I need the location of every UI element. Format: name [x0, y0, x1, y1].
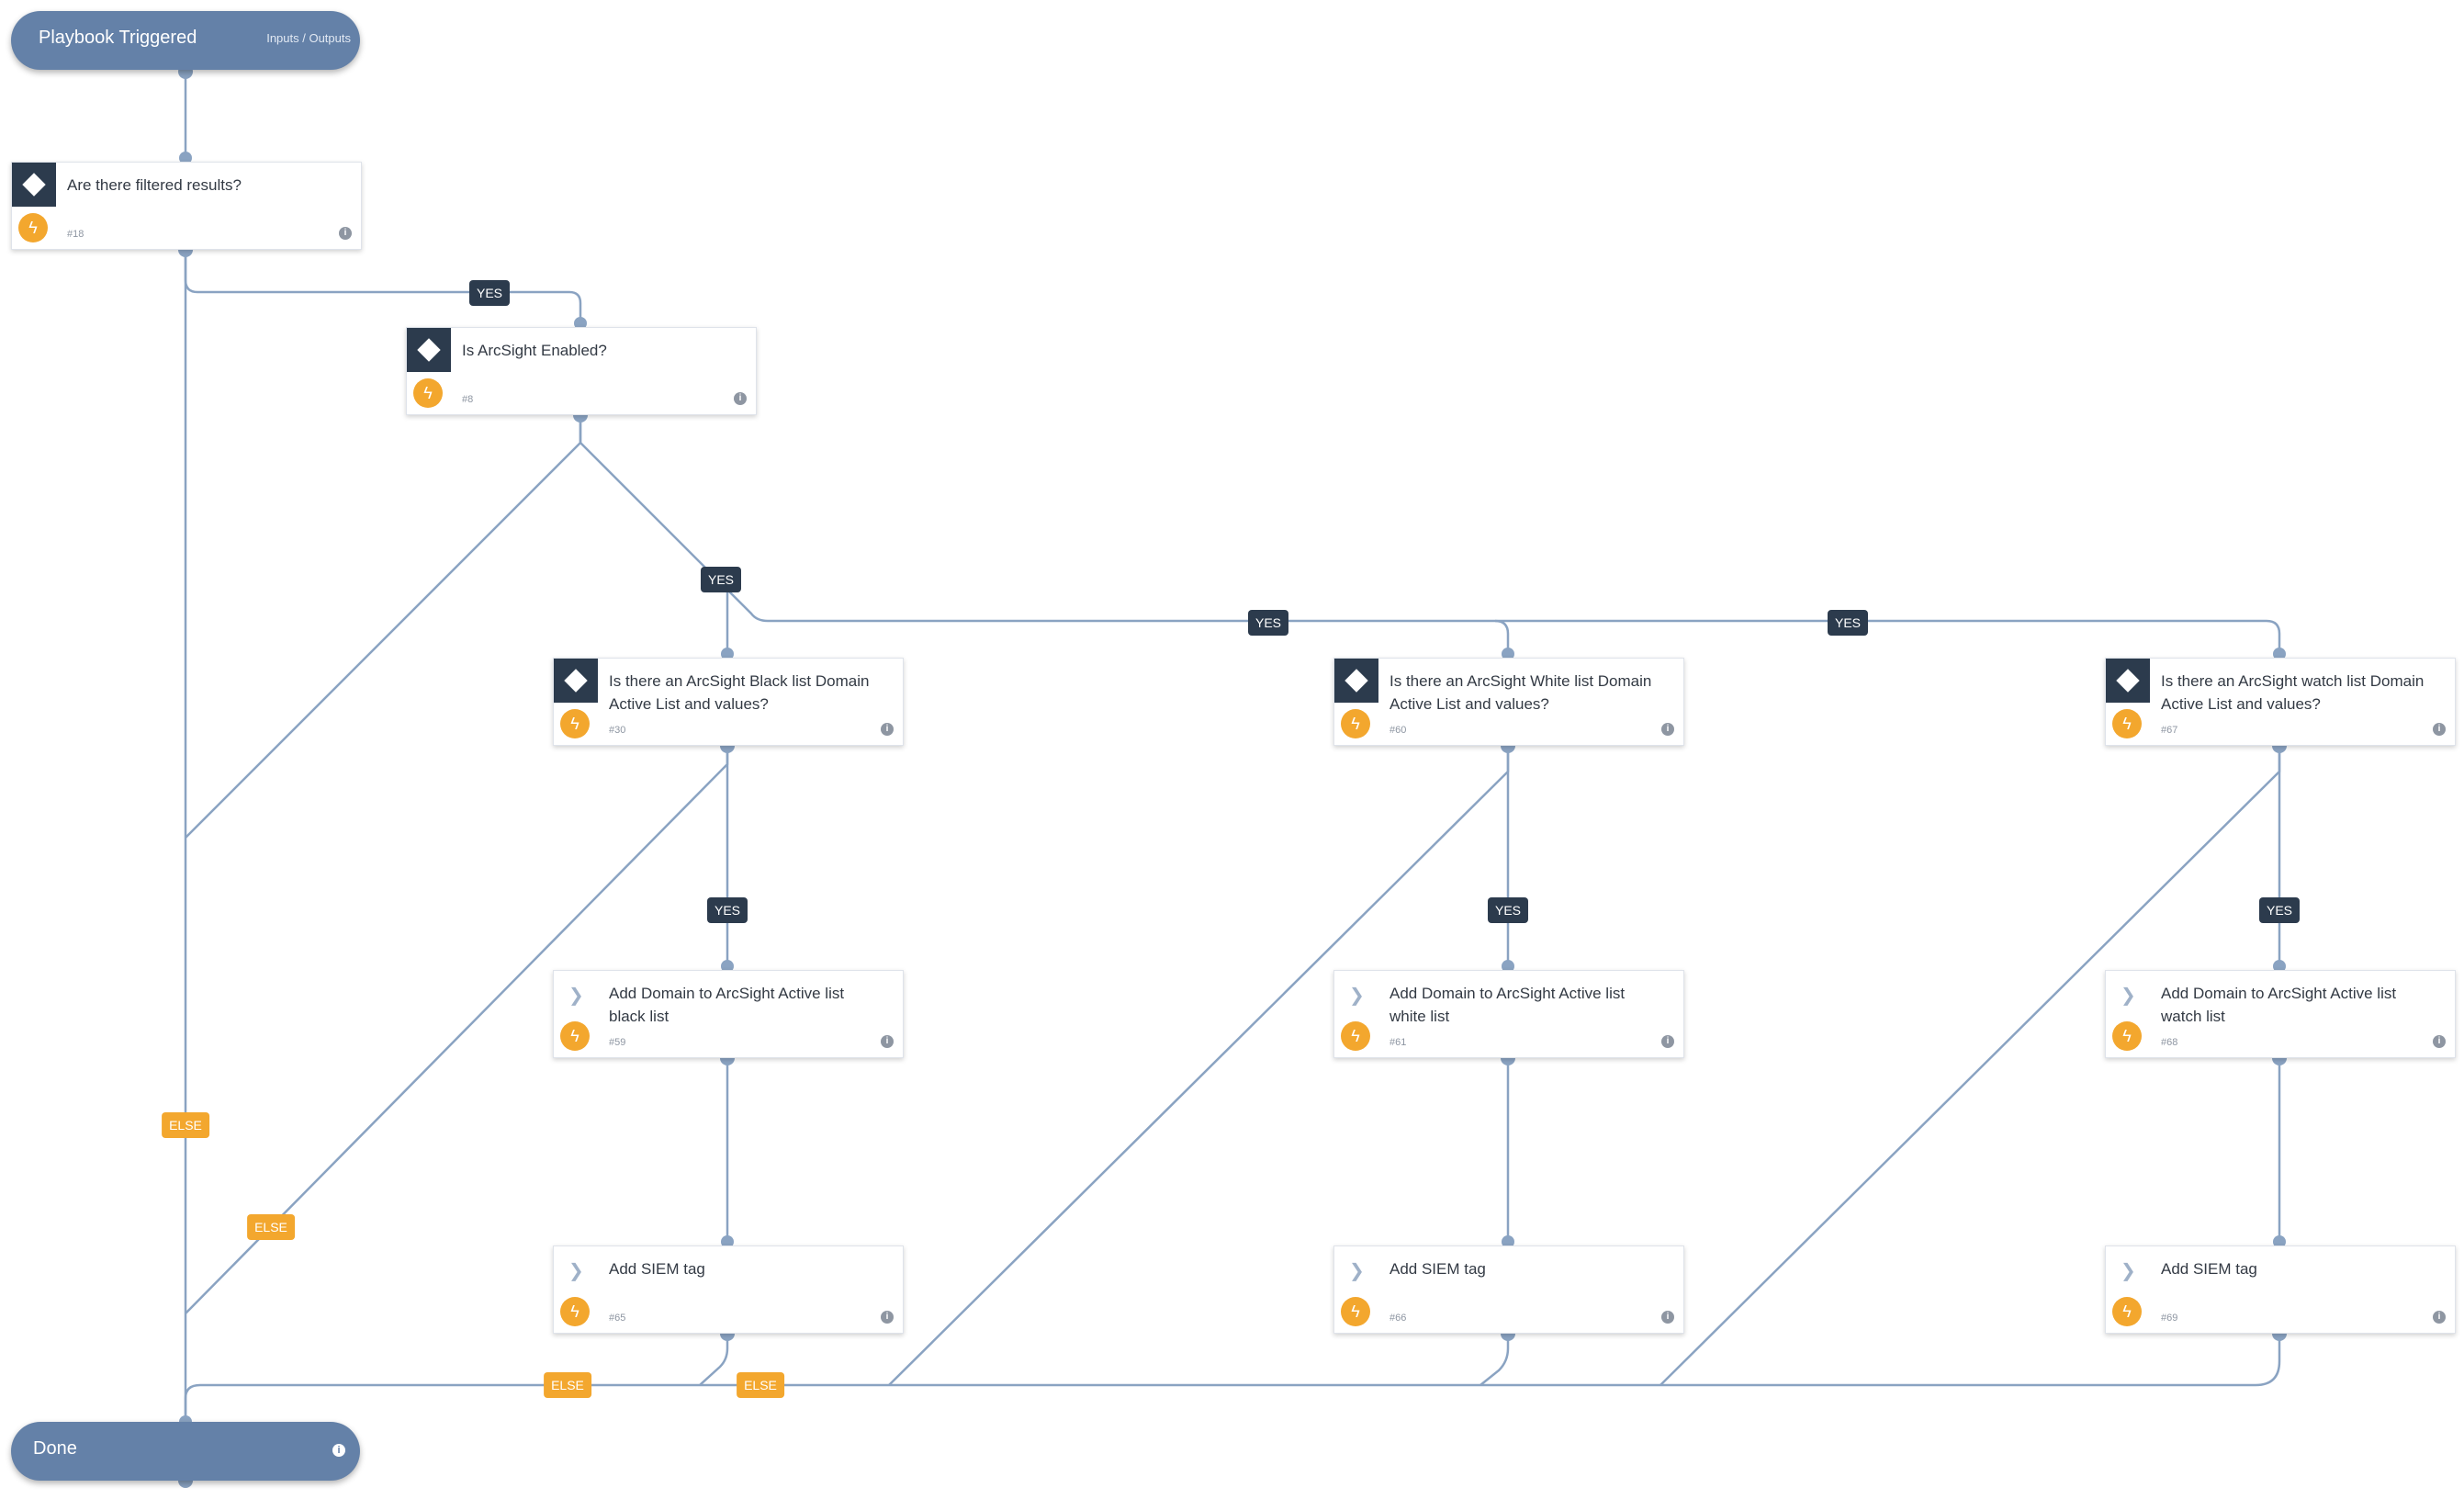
diamond-icon: [407, 328, 451, 372]
task-id: #67: [2161, 725, 2178, 736]
info-icon[interactable]: i: [2433, 1311, 2446, 1324]
task-add-siem-tag-65[interactable]: ❯ ϟ Add SIEM tag #65 i: [553, 1245, 904, 1334]
chevron-right-icon: ❯: [2121, 1261, 2136, 1281]
yes-badge: YES: [700, 567, 742, 592]
task-title: Is there an ArcSight Black list Domain A…: [609, 672, 870, 713]
lightning-bolt-icon: ϟ: [2112, 1021, 2142, 1051]
chevron-right-icon: ❯: [568, 986, 584, 1006]
info-icon[interactable]: i: [332, 1444, 345, 1457]
info-icon[interactable]: i: [881, 1035, 894, 1048]
task-add-domain-black-list[interactable]: ❯ ϟ Add Domain to ArcSight Active list b…: [553, 970, 904, 1058]
task-title: Add SIEM tag: [2161, 1260, 2257, 1278]
task-white-list-check[interactable]: ϟ Is there an ArcSight White list Domain…: [1333, 658, 1684, 746]
else-badge: ELSE: [162, 1112, 209, 1138]
task-id: #65: [609, 1313, 626, 1324]
lightning-bolt-icon: ϟ: [1341, 1297, 1370, 1326]
diamond-icon: [12, 163, 56, 207]
task-id: #69: [2161, 1313, 2178, 1324]
lightning-bolt-icon: ϟ: [2112, 1297, 2142, 1326]
task-title: Is there an ArcSight watch list Domain A…: [2161, 672, 2425, 713]
info-icon[interactable]: i: [881, 1311, 894, 1324]
lightning-bolt-icon: ϟ: [413, 378, 443, 408]
task-id: #18: [67, 229, 84, 240]
yes-badge: YES: [706, 897, 748, 923]
start-title: Playbook Triggered: [39, 28, 197, 48]
task-title: Add Domain to ArcSight Active list watch…: [2161, 985, 2397, 1025]
chevron-right-icon: ❯: [2121, 986, 2136, 1006]
lightning-bolt-icon: ϟ: [560, 709, 590, 738]
diamond-icon: [2106, 659, 2150, 703]
info-icon[interactable]: i: [2433, 723, 2446, 736]
lightning-bolt-icon: ϟ: [1341, 1021, 1370, 1051]
lightning-bolt-icon: ϟ: [1341, 709, 1370, 738]
task-title: Add Domain to ArcSight Active list black…: [609, 985, 845, 1025]
lightning-bolt-icon: ϟ: [18, 213, 48, 242]
else-badge: ELSE: [544, 1372, 591, 1398]
end-title: Done: [33, 1438, 77, 1459]
task-filtered-results[interactable]: ϟ Are there filtered results? #18 i: [11, 162, 362, 250]
lightning-bolt-icon: ϟ: [560, 1021, 590, 1051]
yes-badge: YES: [2258, 897, 2301, 923]
info-icon[interactable]: i: [734, 392, 747, 405]
task-title: Are there filtered results?: [67, 176, 242, 194]
task-title: Is ArcSight Enabled?: [462, 342, 607, 359]
task-watch-list-check[interactable]: ϟ Is there an ArcSight watch list Domain…: [2105, 658, 2456, 746]
info-icon[interactable]: i: [1661, 1311, 1674, 1324]
chevron-right-icon: ❯: [568, 1261, 584, 1281]
chevron-right-icon: ❯: [1349, 986, 1365, 1006]
else-badge: ELSE: [247, 1214, 295, 1240]
task-id: #59: [609, 1037, 626, 1048]
task-title: Add SIEM tag: [1390, 1260, 1486, 1278]
yes-badge: YES: [1827, 610, 1869, 636]
task-title: Add Domain to ArcSight Active list white…: [1390, 985, 1626, 1025]
else-badge: ELSE: [737, 1372, 784, 1398]
yes-badge: YES: [1247, 610, 1289, 636]
chevron-right-icon: ❯: [1349, 1261, 1365, 1281]
playbook-triggered-node[interactable]: Playbook Triggered Inputs / Outputs: [11, 11, 360, 70]
task-id: #30: [609, 725, 626, 736]
info-icon[interactable]: i: [881, 723, 894, 736]
inputs-outputs-link[interactable]: Inputs / Outputs: [266, 31, 351, 45]
task-id: #68: [2161, 1037, 2178, 1048]
task-arcsight-enabled[interactable]: ϟ Is ArcSight Enabled? #8 i: [406, 327, 757, 415]
task-id: #66: [1390, 1313, 1407, 1324]
yes-badge: YES: [468, 280, 511, 306]
done-node[interactable]: Done i: [11, 1422, 360, 1481]
info-icon[interactable]: i: [1661, 1035, 1674, 1048]
task-add-siem-tag-69[interactable]: ❯ ϟ Add SIEM tag #69 i: [2105, 1245, 2456, 1334]
task-title: Add SIEM tag: [609, 1260, 705, 1278]
task-id: #61: [1390, 1037, 1407, 1048]
info-icon[interactable]: i: [2433, 1035, 2446, 1048]
info-icon[interactable]: i: [1661, 723, 1674, 736]
task-id: #60: [1390, 725, 1407, 736]
task-black-list-check[interactable]: ϟ Is there an ArcSight Black list Domain…: [553, 658, 904, 746]
diamond-icon: [554, 659, 598, 703]
lightning-bolt-icon: ϟ: [2112, 709, 2142, 738]
diamond-icon: [1334, 659, 1378, 703]
yes-badge: YES: [1487, 897, 1529, 923]
task-add-domain-watch-list[interactable]: ❯ ϟ Add Domain to ArcSight Active list w…: [2105, 970, 2456, 1058]
task-title: Is there an ArcSight White list Domain A…: [1390, 672, 1652, 713]
task-add-domain-white-list[interactable]: ❯ ϟ Add Domain to ArcSight Active list w…: [1333, 970, 1684, 1058]
info-icon[interactable]: i: [339, 227, 352, 240]
task-id: #8: [462, 394, 474, 405]
lightning-bolt-icon: ϟ: [560, 1297, 590, 1326]
task-add-siem-tag-66[interactable]: ❯ ϟ Add SIEM tag #66 i: [1333, 1245, 1684, 1334]
